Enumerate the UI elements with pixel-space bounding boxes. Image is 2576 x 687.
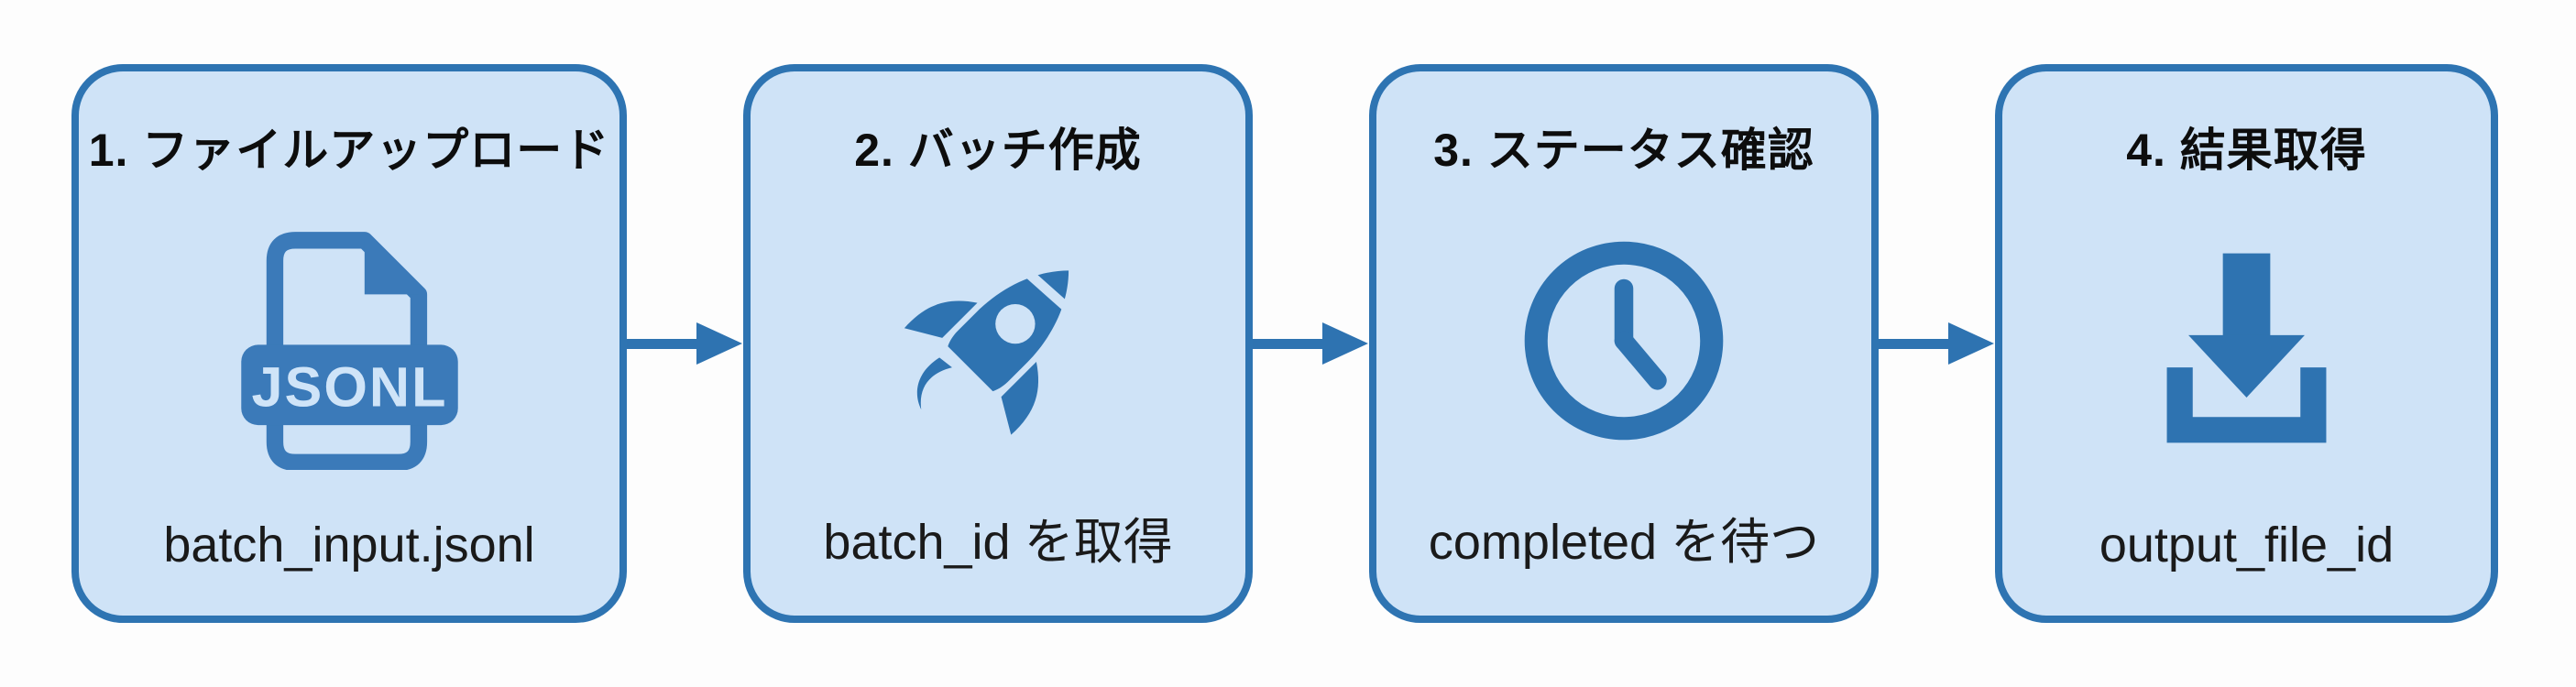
step-3-title: 3. ステータス確認	[1433, 125, 1814, 176]
flow-arrow-1	[627, 314, 743, 373]
right-arrow-icon	[1253, 322, 1368, 365]
jsonl-file-icon: JSONL	[240, 231, 458, 470]
step-1-file-upload: 1. ファイルアップロード JSONL batch_input.jsonl	[71, 64, 627, 623]
flow-arrow-2	[1253, 314, 1369, 373]
step-4-caption: output_file_id	[2099, 518, 2395, 572]
clock-icon	[1524, 241, 1724, 440]
step-2-icon-wrap	[882, 180, 1115, 501]
step-3-icon-wrap	[1519, 180, 1728, 501]
flow-arrow-3	[1879, 314, 1995, 373]
step-2-caption: batch_id を取得	[823, 515, 1173, 570]
step-2-title: 2. バッチ作成	[854, 125, 1142, 176]
step-2-create-batch: 2. バッチ作成 batch_id を取得	[743, 64, 1253, 623]
step-3-status-check: 3. ステータス確認 completed を待つ	[1369, 64, 1879, 623]
step-4-get-results: 4. 結果取得 output_file_id	[1995, 64, 2498, 623]
step-1-title: 1. ファイルアップロード	[88, 125, 610, 176]
right-arrow-icon	[627, 322, 742, 365]
step-1-caption: batch_input.jsonl	[163, 518, 535, 572]
right-arrow-icon	[1879, 322, 1994, 365]
download-icon	[2166, 253, 2327, 443]
rocket-icon	[904, 264, 1077, 435]
step-1-icon-wrap: JSONL	[237, 180, 462, 517]
step-4-title: 4. 結果取得	[2126, 125, 2367, 176]
step-3-caption: completed を待つ	[1428, 515, 1820, 570]
step-4-icon-wrap	[2139, 180, 2354, 517]
jsonl-icon-label: JSONL	[251, 355, 447, 418]
